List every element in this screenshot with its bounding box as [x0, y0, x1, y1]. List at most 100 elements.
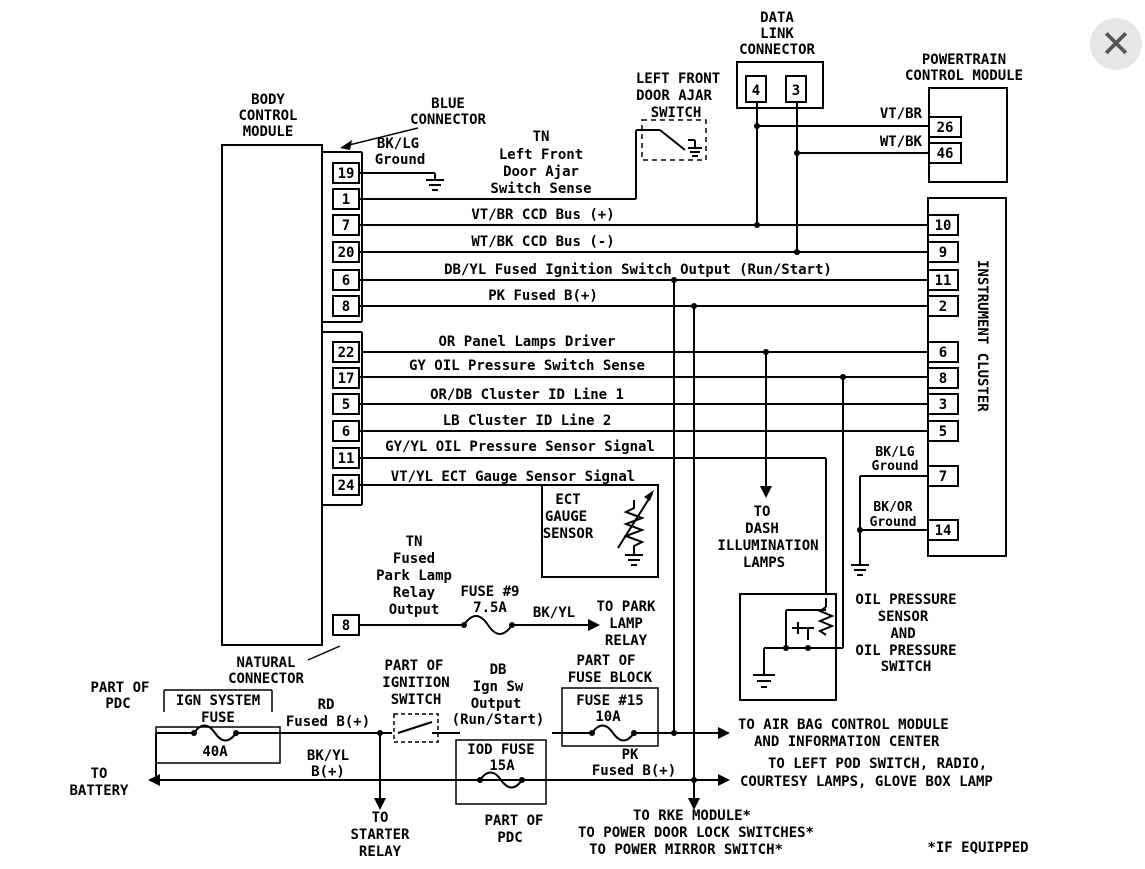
door-switch-label-2: DOOR AJAR	[636, 88, 712, 104]
power-distribution: PART OF PDC IGN SYSTEM FUSE 40A TO BATTE…	[69, 653, 1028, 860]
door-sense-color: TN	[533, 129, 550, 145]
to-rke-label: TO RKE MODULE*	[633, 808, 751, 824]
pin-label: 3	[792, 83, 800, 99]
part-of-pdc-label-2: PDC	[105, 696, 130, 712]
cluster-label: INSTRUMENT CLUSTER	[974, 260, 990, 412]
door-ajar-switch: LEFT FRONT DOOR AJAR SWITCH	[636, 71, 720, 161]
ccd-bus-pos-label: VT/BR CCD Bus (+)	[471, 207, 614, 223]
pin-label: 46	[937, 146, 954, 162]
pk-wire-label: Fused B(+)	[592, 763, 676, 779]
iod-fuse-rating: 15A	[489, 758, 515, 774]
to-airbag-label-1: TO AIR BAG CONTROL MODULE	[738, 717, 949, 733]
pin-label: 6	[342, 424, 350, 440]
ign-system-fuse-label-2: FUSE	[201, 710, 235, 726]
if-equipped-note: *IF EQUIPPED	[927, 840, 1028, 856]
dlc-label-1: DATA	[760, 10, 794, 26]
panel-lamps-label: OR Panel Lamps Driver	[438, 334, 615, 350]
bcm-label-2: CONTROL	[238, 108, 297, 124]
cluster-id1-label: OR/DB Cluster ID Line 1	[430, 387, 624, 403]
to-park-label-1: TO PARK	[596, 599, 656, 615]
bcm-label-1: BODY	[251, 92, 285, 108]
ect-label-1: ECT	[555, 492, 580, 508]
pin-label: 5	[939, 424, 947, 440]
oil-pressure-sensor: OIL PRESSURE SENSOR AND OIL PRESSURE SWI…	[739, 592, 957, 701]
ign-switch-label-1: PART OF	[384, 658, 443, 674]
door-switch-label-1: LEFT FRONT	[636, 71, 720, 87]
pin-label: 20	[338, 245, 355, 261]
to-park-label-3: RELAY	[605, 633, 648, 649]
fuse-block-label-2: FUSE BLOCK	[568, 670, 653, 686]
pin-label: 7	[939, 469, 947, 485]
pcm-label-1: POWERTRAIN	[922, 52, 1006, 68]
pin-label: 2	[939, 299, 947, 315]
pcm-wire-wtbk: WT/BK	[880, 134, 923, 150]
pcm-label-2: CONTROL MODULE	[905, 68, 1023, 84]
pin-label: 24	[338, 478, 355, 494]
db-ign-label-2: Output	[471, 696, 522, 712]
fuse15-label: FUSE #15	[576, 693, 643, 709]
db-ign-color: DB	[490, 662, 507, 678]
db-ign-label-1: Ign Sw	[473, 679, 524, 695]
dash-lamps-label-3: ILLUMINATION	[717, 538, 818, 554]
cluster-ground2-color: BK/OR	[873, 500, 912, 515]
pin-label: 11	[935, 273, 952, 289]
door-sense-label-1: Left Front	[499, 147, 583, 163]
to-left-pod-label-2: COURTESY LAMPS, GLOVE BOX LAMP	[740, 774, 993, 790]
ign-switch-label-2: IGNITION	[382, 675, 449, 691]
ect-signal-label: VT/YL ECT Gauge Sensor Signal	[391, 469, 635, 485]
to-battery-label-2: BATTERY	[69, 783, 129, 799]
cluster-id2-label: LB Cluster ID Line 2	[443, 413, 612, 429]
close-icon: ✕	[1100, 22, 1132, 66]
to-door-lock-label: TO POWER DOOR LOCK SWITCHES*	[578, 825, 814, 841]
part-of-pdc2-label-2: PDC	[497, 830, 522, 846]
dash-lamps-label-1: TO	[754, 504, 771, 520]
cluster-ground1-color: BK/LG	[875, 445, 914, 460]
bcm-ground-color: BK/LG	[377, 136, 419, 152]
to-starter-label-1: TO	[372, 810, 389, 826]
db-ign-label-3: (Run/Start)	[452, 712, 545, 728]
oil-switch-sense-label: GY OIL Pressure Switch Sense	[409, 358, 645, 374]
part-of-pdc2-label-1: PART OF	[484, 813, 543, 829]
close-button[interactable]: ✕	[1090, 18, 1142, 70]
to-airbag-label-2: AND INFORMATION CENTER	[754, 734, 940, 750]
dlc-label-2: LINK	[760, 26, 794, 42]
pin-label: 14	[935, 523, 952, 539]
pin-label: 7	[342, 218, 350, 234]
ect-label-3: SENSOR	[543, 526, 594, 542]
natural-connector-label-2: CONNECTOR	[228, 671, 304, 687]
fuse-block-label-1: PART OF	[576, 653, 635, 669]
fuse9-rating: 7.5A	[473, 600, 507, 616]
natural-connector-label-1: NATURAL	[236, 655, 295, 671]
pin-label: 26	[937, 120, 954, 136]
fused-b-label: PK Fused B(+)	[488, 288, 598, 304]
ect-label-2: GAUGE	[545, 509, 587, 525]
pin-label: 1	[342, 192, 350, 208]
pin-label: 8	[342, 618, 350, 634]
to-mirror-label: TO POWER MIRROR SWITCH*	[589, 842, 783, 858]
park-lamp-circuit: TN Fused Park Lamp Relay Output FUSE #9 …	[359, 534, 656, 649]
pin-label: 6	[939, 345, 947, 361]
ign-system-fuse-label-1: IGN SYSTEM	[176, 693, 260, 709]
park-lamp-label-3: Relay	[393, 585, 436, 601]
pin-label: 9	[939, 245, 947, 261]
oil-sensor-label-2: SENSOR	[878, 609, 929, 625]
pin-label: 19	[338, 166, 355, 182]
part-of-pdc-label-1: PART OF	[90, 680, 149, 696]
cluster-ground2-label: Ground	[870, 515, 917, 530]
bcm-blue-pins: 19 1 7 20 6 8	[332, 162, 360, 317]
pin-label: 8	[939, 371, 947, 387]
door-sense-label-2: Door Ajar	[503, 164, 579, 180]
oil-sensor-label-4: OIL PRESSURE	[855, 643, 956, 659]
park-lamp-color: TN	[406, 534, 423, 550]
pk-wire-color: PK	[622, 747, 639, 763]
park-lamp-label-1: Fused	[393, 551, 435, 567]
pin-label: 11	[338, 451, 355, 467]
pin-label: 4	[752, 83, 760, 99]
ign-switch-label-3: SWITCH	[391, 692, 442, 708]
blue-connector-label-1: BLUE	[431, 96, 465, 112]
rd-wire-label: Fused B(+)	[286, 714, 370, 730]
oil-sensor-label-1: OIL PRESSURE	[855, 592, 956, 608]
park-lamp-label-4: Output	[389, 602, 440, 618]
blue-connector-label-2: CONNECTOR	[410, 112, 486, 128]
